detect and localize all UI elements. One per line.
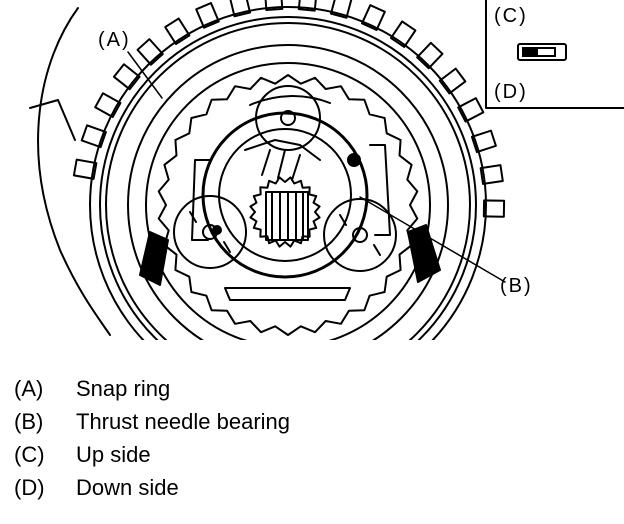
housing-detail	[29, 99, 76, 141]
drum-tooth	[94, 92, 122, 118]
callout-d: (D)	[494, 81, 528, 103]
drum-tooth	[80, 124, 107, 149]
spline-shaft-core	[265, 191, 309, 241]
drum-tooth	[470, 129, 497, 154]
legend-item-d: (D) Down side	[14, 471, 290, 504]
legend: (A) Snap ring (B) Thrust needle bearing (C…	[14, 372, 290, 504]
pinion-gear-left	[173, 195, 247, 269]
clutch-drum-inner-ring	[127, 44, 449, 340]
leader-line-b	[359, 196, 506, 283]
callout-a: (A)	[98, 29, 131, 51]
snap-ring	[99, 16, 477, 340]
drum-tooth	[228, 0, 252, 18]
inset-frame	[485, 0, 624, 109]
legend-text: Up side	[76, 442, 151, 467]
legend-item-b: (B) Thrust needle bearing	[14, 405, 290, 438]
sun-gear	[244, 139, 321, 181]
drum-tooth	[479, 164, 504, 185]
legend-item-a: (A) Snap ring	[14, 372, 290, 405]
callout-c: (C)	[494, 5, 528, 27]
drum-tooth	[330, 0, 353, 19]
drum-tooth	[389, 20, 417, 48]
drum-tooth	[438, 67, 467, 95]
leader-line-a	[127, 51, 163, 99]
clutch-drum-outer-ring	[89, 6, 487, 340]
legend-item-c: (C) Up side	[14, 438, 290, 471]
carrier-slots	[139, 95, 441, 301]
clutch-drum-teeth	[72, 0, 506, 218]
legend-text: Thrust needle bearing	[76, 409, 291, 434]
drum-tooth	[457, 97, 485, 123]
bearing-race-dot-right	[347, 153, 361, 167]
drum-tooth	[361, 4, 386, 31]
drum-tooth	[416, 41, 444, 70]
drum-tooth	[263, 0, 284, 12]
drum-tooth	[136, 38, 164, 66]
drum-tooth	[112, 63, 141, 91]
internal-gear-serration	[157, 74, 419, 336]
drum-tooth	[297, 0, 318, 12]
drum-tooth	[72, 158, 98, 180]
housing-outline	[37, 7, 111, 336]
legend-text: Snap ring	[76, 376, 171, 401]
transmission-assembly-diagram	[29, 0, 624, 340]
callout-b: (B)	[500, 275, 533, 297]
legend-key: (A)	[14, 376, 44, 401]
bearing-race-dot-left	[212, 225, 222, 235]
legend-key: (C)	[14, 442, 45, 467]
drum-tooth	[482, 199, 506, 218]
legend-text: Down side	[76, 475, 179, 500]
drum-tooth	[164, 17, 191, 45]
direction-indicator-icon	[517, 43, 567, 61]
planetary-carrier-ring	[145, 62, 431, 340]
drum-tooth	[195, 2, 220, 29]
spline-shaft	[249, 176, 321, 248]
thrust-needle-bearing-inner	[218, 128, 352, 262]
snap-ring-inner-edge	[105, 22, 471, 340]
legend-key: (D)	[14, 475, 45, 500]
legend-key: (B)	[14, 409, 44, 434]
thrust-needle-bearing-outer	[201, 111, 369, 279]
